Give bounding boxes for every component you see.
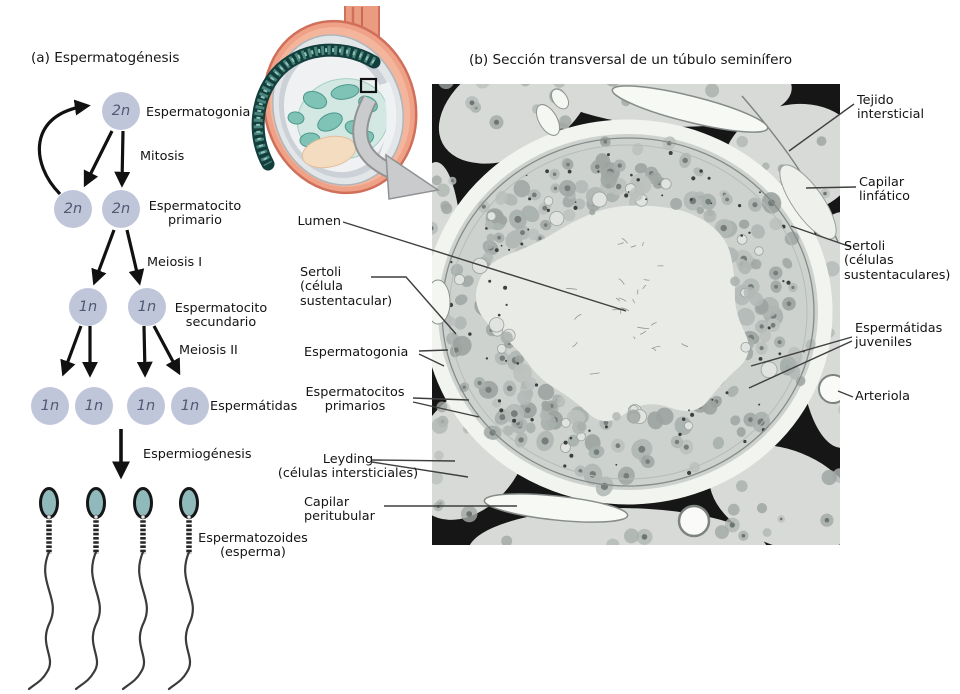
- lumen-area: [475, 205, 749, 422]
- node-spermatogonium: 2n: [102, 92, 140, 130]
- leyding-line-2: [371, 461, 469, 478]
- panel-a-title: (a) Espermatogénesis: [31, 50, 180, 66]
- node-spermatid-3: 1n: [127, 387, 165, 425]
- lymphatic-capillary: [611, 85, 769, 133]
- sperm-cell: [74, 487, 106, 691]
- meiosis2-arrow-3: [136, 325, 153, 378]
- label-capilar-peritubular: Capilar peritubular: [304, 495, 375, 525]
- leader-lines: [342, 103, 857, 507]
- magnified-area-box: [359, 77, 378, 94]
- testis-illustration: [251, 6, 440, 200]
- sperm-cell: [167, 487, 199, 691]
- node-spermatid-2: 1n: [75, 387, 113, 425]
- lumen-line: [342, 221, 627, 312]
- meiosis2-arrow-1: [60, 325, 83, 377]
- label-espermatidas-juveniles: Espermátidas juveniles: [855, 321, 943, 351]
- label-espermatogonia-micro: Espermatogonia: [304, 345, 409, 360]
- chromatin-specks: [448, 151, 805, 475]
- node-spermatid-4: 1n: [171, 387, 209, 425]
- sertoli-right-line: [790, 225, 852, 248]
- mitosis-arrow-left: [83, 130, 114, 188]
- node-primary-left: 2n: [54, 190, 92, 228]
- leyding-line-1: [371, 459, 456, 462]
- spermatogenesis-flow-arrows: [37, 99, 181, 480]
- node-secondary-right: 1n: [128, 288, 166, 326]
- lumen-sperm-tails: [566, 238, 689, 375]
- capillaries: [432, 85, 840, 538]
- label-mitosis: Mitosis: [140, 149, 185, 164]
- label-meiosis-ii: Meiosis II: [179, 343, 238, 358]
- label-meiosis-i: Meiosis I: [147, 255, 203, 270]
- label-sertoli-left: Sertoli (célula sustentacular): [300, 265, 393, 309]
- espermatocitos-line-1: [412, 397, 470, 401]
- espermatogonia-line-2: [418, 353, 445, 367]
- arteriola-line: [837, 390, 854, 398]
- label-espermatocitos-primarios: Espermatocitos primarios: [305, 385, 405, 415]
- capilar-linfatico-line: [805, 186, 857, 189]
- label-espermatocito-primario: Espermatocito primario: [148, 199, 242, 229]
- label-tejido-intersticial: Tejido intersticial: [857, 93, 925, 123]
- label-lumen: Lumen: [297, 214, 341, 229]
- sperm-head: [39, 487, 59, 519]
- espermatogonia-line-1: [418, 349, 449, 352]
- node-spermatid-1: 1n: [31, 387, 69, 425]
- espermatidas-juveniles-line-1: [750, 336, 853, 367]
- label-espermatidas: Espermátidas: [210, 399, 298, 414]
- label-espermatogonia: Espermatogonia: [146, 105, 251, 120]
- sperm-tail: [27, 550, 54, 691]
- espermatidas-juveniles-line-2: [748, 340, 853, 389]
- interstitial-space: [432, 119, 833, 505]
- peritubular-capillary: [483, 493, 629, 523]
- self-renewal-arrow: [37, 99, 91, 196]
- label-leyding: Leyding (células intersticiales): [277, 452, 419, 482]
- micrograph: [432, 84, 840, 545]
- tejido-intersticial-line: [788, 103, 855, 152]
- sperm-cell: [27, 487, 59, 691]
- label-espermatozoides: Espermatozoides (esperma): [198, 531, 308, 561]
- mitosis-arrow-right: [114, 130, 131, 188]
- sperm-cells: [27, 487, 199, 691]
- espermatocitos-line-2: [412, 401, 480, 418]
- node-primary-right: 2n: [102, 190, 140, 228]
- meiosis1-arrow-left: [91, 229, 116, 286]
- label-arteriola: Arteriola: [855, 389, 910, 404]
- meiosis2-arrow-4: [152, 325, 181, 376]
- sperm-cell: [121, 487, 153, 691]
- meiosis1-arrow-right: [125, 229, 145, 286]
- node-secondary-left: 1n: [69, 288, 107, 326]
- label-sertoli-right: Sertoli (células sustentaculares): [844, 239, 951, 283]
- sertoli-left-line: [371, 276, 457, 335]
- arteriole-vessel: [818, 374, 840, 404]
- label-capilar-linfatico: Capilar linfático: [859, 175, 911, 205]
- lumen-edge-cells: [453, 178, 778, 453]
- label-espermiogenesis: Espermiogénesis: [143, 447, 252, 462]
- label-espermatocito-secundario: Espermatocito secundario: [174, 301, 268, 331]
- panel-b-title: (b) Sección transversal de un túbulo sem…: [469, 52, 793, 68]
